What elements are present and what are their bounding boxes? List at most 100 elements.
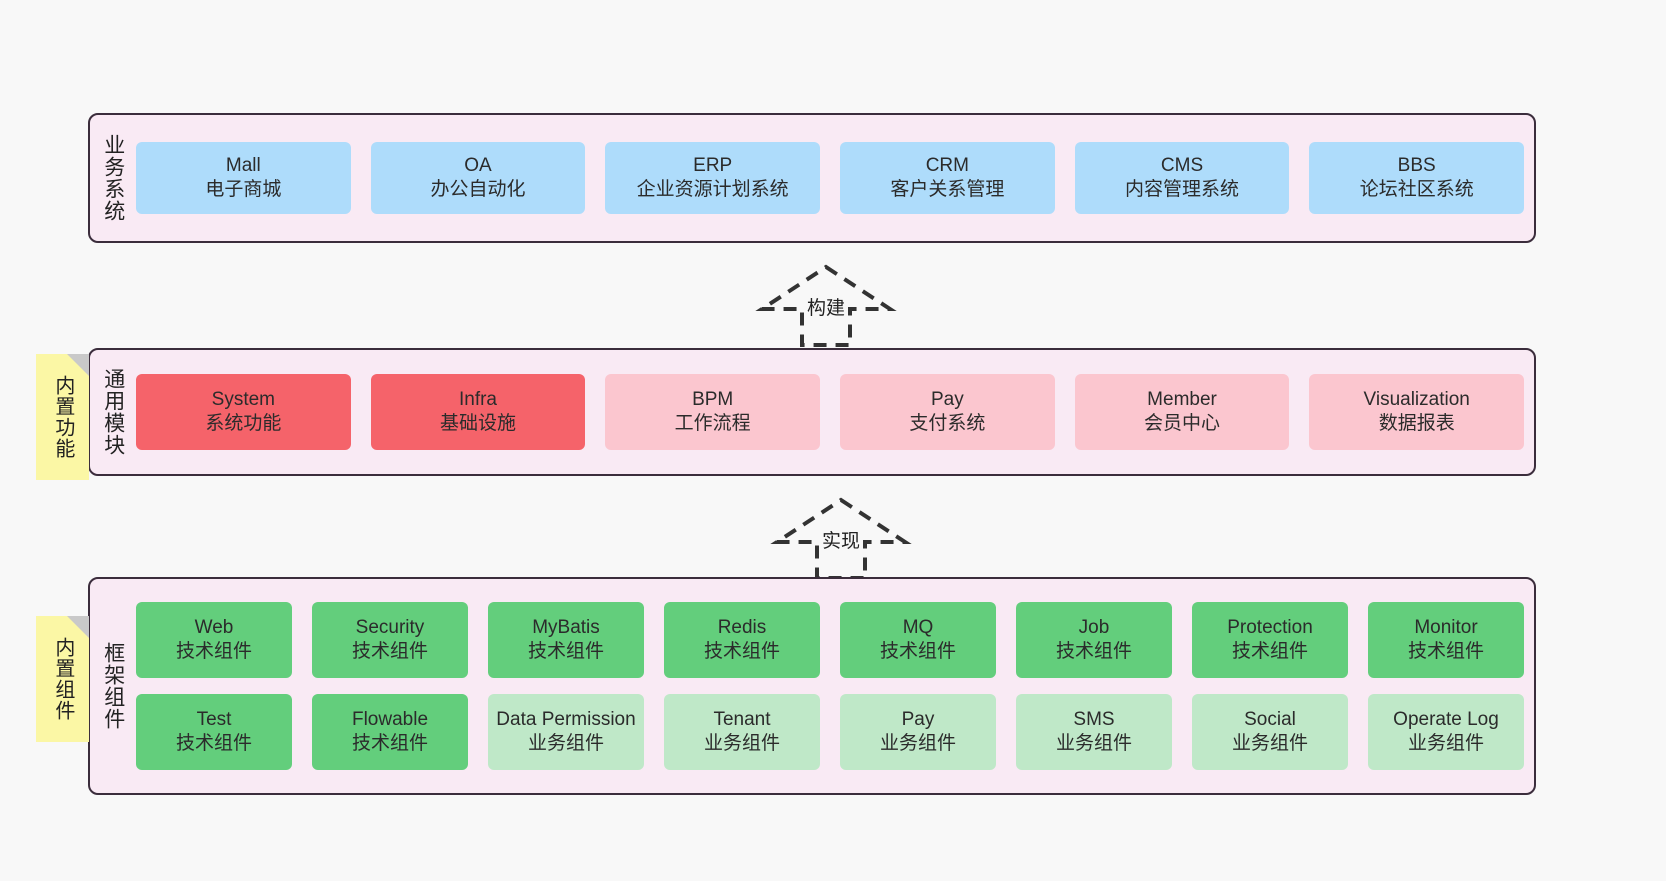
card-title-cn: 业务组件 [1407,733,1484,754]
card-title-cn: 系统功能 [205,413,282,434]
card-bbs[interactable]: BBS 论坛社区系统 [1309,142,1525,214]
card-title-en: BPM [692,388,734,410]
card-sms[interactable]: SMS 业务组件 [1016,694,1172,770]
card-title-cn: 技术组件 [351,733,428,754]
card-title-en: Data Permission [496,708,636,730]
card-title-en: Tenant [713,708,771,730]
card-title-cn: 企业资源计划系统 [636,179,789,200]
card-title-cn: 电子商城 [205,179,282,200]
note-fold-corner-icon [67,354,89,376]
card-title-en: Security [355,616,425,638]
card-infra[interactable]: Infra 基础设施 [370,374,586,450]
arrow-implement: 实现 [770,496,912,580]
card-title-cn: 客户关系管理 [890,179,1005,200]
card-title-cn: 技术组件 [527,641,604,662]
arrow-build-glyph [755,264,897,347]
card-cms[interactable]: CMS 内容管理系统 [1074,142,1290,214]
note-fold-corner-icon [67,616,89,638]
card-title-cn: 支付系统 [909,413,986,434]
card-title-cn: 论坛社区系统 [1359,179,1474,200]
card-title-cn: 工作流程 [674,413,751,434]
card-bpm[interactable]: BPM 工作流程 [605,374,821,450]
card-title-cn: 技术组件 [175,733,252,754]
card-security[interactable]: Security 技术组件 [312,602,468,678]
arrow-implement-label: 实现 [819,526,863,553]
card-mall[interactable]: Mall 电子商城 [136,142,351,214]
card-title-cn: 技术组件 [351,641,428,662]
sticky-note-builtin-features: 内置功能 [36,354,89,480]
card-title-cn: 基础设施 [440,413,517,434]
card-protection[interactable]: Protection 技术组件 [1192,602,1348,678]
card-title-en: System [211,388,276,410]
layer-body-business-systems: Mall 电子商城 OA 办公自动化 ERP 企业资源计划系统 CRM 客户关系… [136,115,1534,241]
card-title-en: MQ [902,616,934,638]
card-title-en: CMS [1160,154,1204,176]
card-title-cn: 数据报表 [1378,413,1455,434]
card-title-cn: 业务组件 [1231,733,1308,754]
card-oa[interactable]: OA 办公自动化 [370,142,586,214]
card-title-cn: 技术组件 [175,641,252,662]
layer-business-systems: 业务系统 Mall 电子商城 OA 办公自动化 ERP 企业资源计划系统 CRM… [88,113,1536,243]
card-data-permission[interactable]: Data Permission 业务组件 [488,694,644,770]
sticky-note-label: 内置组件 [51,637,74,721]
card-title-en: Job [1078,616,1110,638]
card-mybatis[interactable]: MyBatis 技术组件 [488,602,644,678]
card-member[interactable]: Member 会员中心 [1074,374,1290,450]
card-row: Test 技术组件 Flowable 技术组件 Data Permission … [136,694,1524,770]
card-title-en: Visualization [1363,388,1470,410]
card-monitor[interactable]: Monitor 技术组件 [1368,602,1524,678]
card-flowable[interactable]: Flowable 技术组件 [312,694,468,770]
card-test[interactable]: Test 技术组件 [136,694,292,770]
layer-body-framework-components: Web 技术组件 Security 技术组件 MyBatis 技术组件 Redi… [136,579,1534,793]
card-row: System 系统功能 Infra 基础设施 BPM 工作流程 Pay 支付系统… [136,374,1525,450]
card-title-cn: 内容管理系统 [1125,179,1240,200]
layer-framework-components: 框架组件 Web 技术组件 Security 技术组件 MyBatis 技术组件… [88,577,1536,795]
card-title-en: Redis [717,616,767,638]
card-row: Mall 电子商城 OA 办公自动化 ERP 企业资源计划系统 CRM 客户关系… [136,142,1525,214]
card-title-en: Infra [458,388,498,410]
card-title-cn: 业务组件 [879,733,956,754]
card-mq[interactable]: MQ 技术组件 [840,602,996,678]
card-title-cn: 技术组件 [703,641,780,662]
card-tenant[interactable]: Tenant 业务组件 [664,694,820,770]
card-erp[interactable]: ERP 企业资源计划系统 [605,142,821,214]
card-visualization[interactable]: Visualization 数据报表 [1309,374,1525,450]
card-title-en: Pay [901,708,935,730]
card-title-cn: 业务组件 [527,733,604,754]
card-title-cn: 办公自动化 [430,179,526,200]
card-title-en: Operate Log [1393,708,1499,730]
card-title-en: Protection [1227,616,1313,638]
card-pay-module[interactable]: Pay 支付系统 [840,374,1055,450]
card-crm[interactable]: CRM 客户关系管理 [840,142,1055,214]
layer-body-common-modules: System 系统功能 Infra 基础设施 BPM 工作流程 Pay 支付系统… [136,350,1534,474]
card-system[interactable]: System 系统功能 [136,374,351,450]
card-pay-component[interactable]: Pay 业务组件 [840,694,996,770]
layer-title-business-systems: 业务系统 [101,134,125,222]
card-operate-log[interactable]: Operate Log 业务组件 [1368,694,1524,770]
card-row: Web 技术组件 Security 技术组件 MyBatis 技术组件 Redi… [136,602,1524,678]
card-title-cn: 技术组件 [1231,641,1308,662]
card-title-en: Test [196,708,232,730]
card-title-en: MyBatis [532,616,600,638]
card-title-en: Member [1147,388,1217,410]
layer-title-common-modules: 通用模块 [101,368,125,456]
card-title-en: SMS [1073,708,1115,730]
card-title-en: Pay [930,388,964,410]
card-title-en: Mall [225,154,261,176]
card-job[interactable]: Job 技术组件 [1016,602,1172,678]
card-title-cn: 技术组件 [1055,641,1132,662]
card-title-en: BBS [1397,154,1436,176]
card-title-en: CRM [925,154,969,176]
layer-common-modules: 通用模块 System 系统功能 Infra 基础设施 BPM 工作流程 Pay… [88,348,1536,476]
card-title-en: Web [194,616,234,638]
card-social[interactable]: Social 业务组件 [1192,694,1348,770]
card-title-cn: 会员中心 [1144,413,1221,434]
sticky-note-builtin-components: 内置组件 [36,616,89,742]
card-title-cn: 技术组件 [1407,641,1484,662]
card-title-cn: 技术组件 [879,641,956,662]
card-title-cn: 业务组件 [703,733,780,754]
card-redis[interactable]: Redis 技术组件 [664,602,820,678]
card-web[interactable]: Web 技术组件 [136,602,292,678]
card-title-cn: 业务组件 [1055,733,1132,754]
